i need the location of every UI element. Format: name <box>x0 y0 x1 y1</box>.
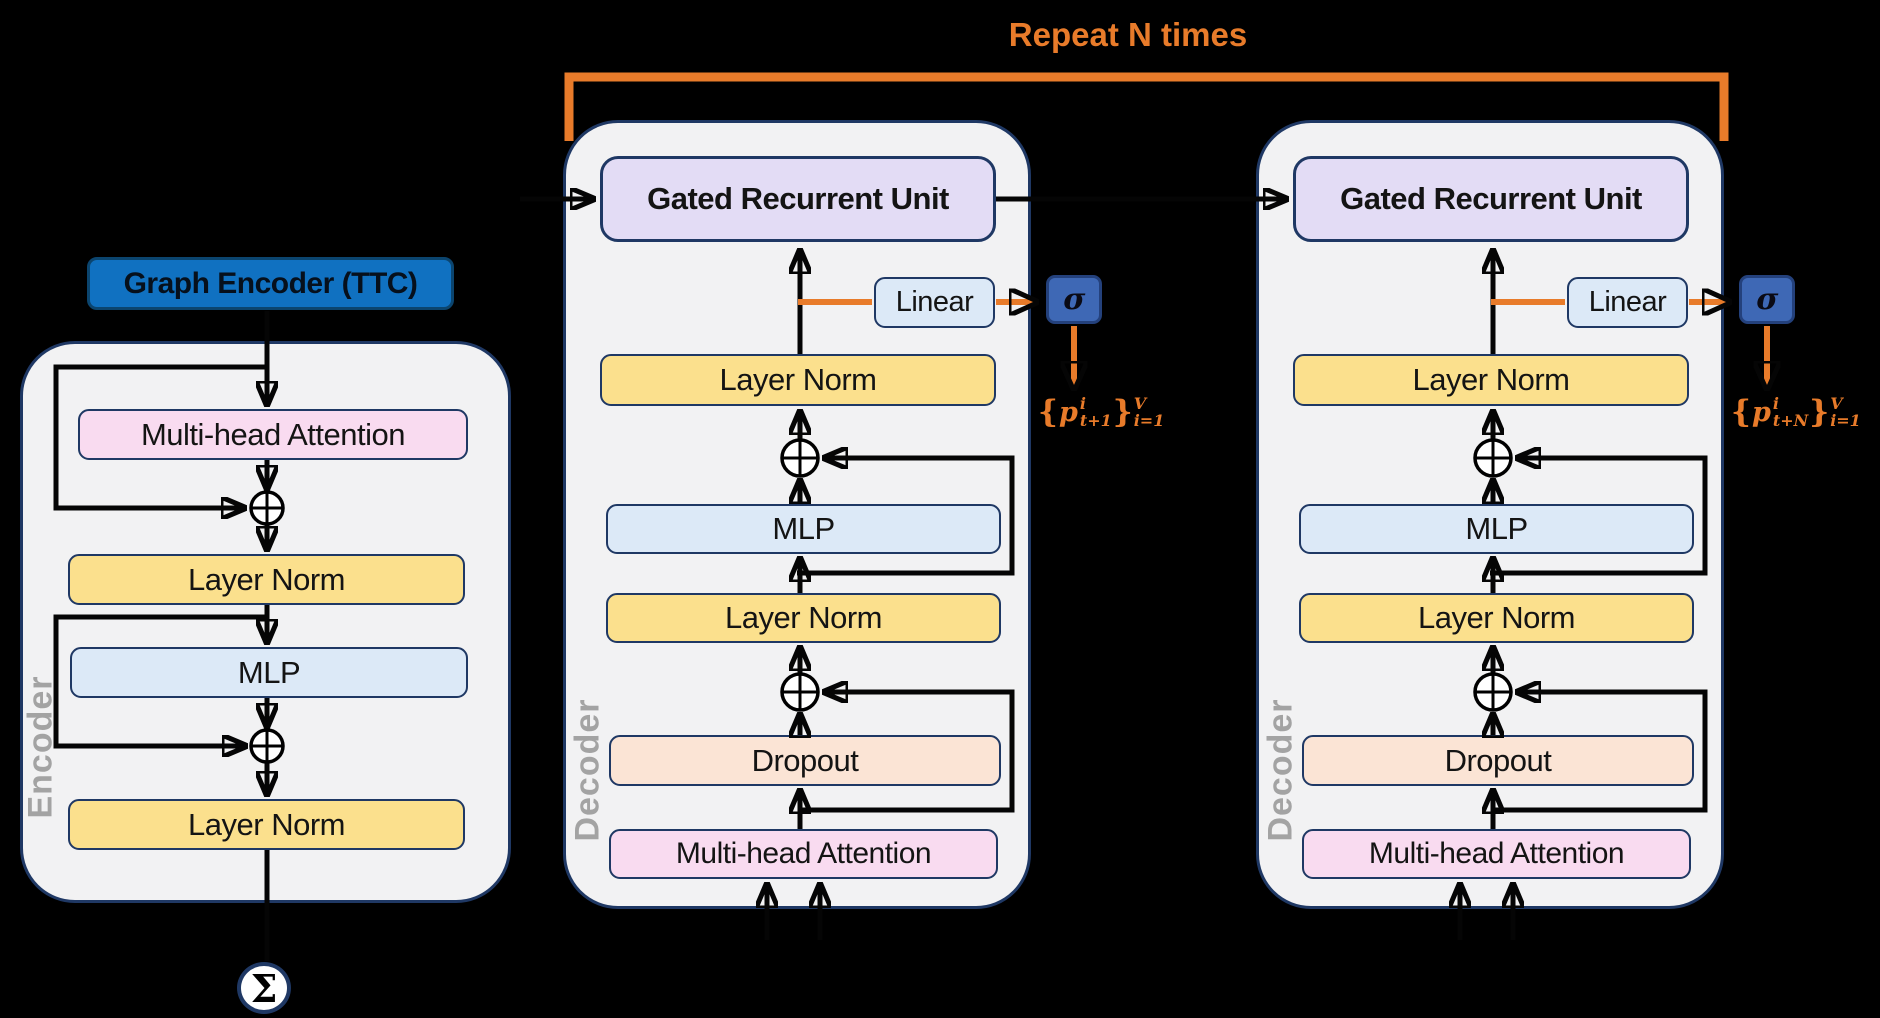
sum-symbol: Σ <box>237 962 291 1014</box>
decoder-1-gru-box: Gated Recurrent Unit <box>600 156 996 242</box>
decoder-2-mlp-box: MLP <box>1299 504 1694 554</box>
encoder-layer-norm-2-box: Layer Norm <box>68 799 465 850</box>
encoder-mlp-box: MLP <box>70 647 468 698</box>
decoder-1-layer-norm-top-box: Layer Norm <box>600 354 996 406</box>
decoder-2-mha-box: Multi-head Attention <box>1302 829 1691 879</box>
decoder-1-side-label: Decoder <box>568 698 607 842</box>
encoder-side-label: Encoder <box>21 675 60 819</box>
decoder-2-side-label: Decoder <box>1261 698 1300 842</box>
decoder-2-sigma-box: σ <box>1739 275 1795 324</box>
decoder-1-sigma-box: σ <box>1046 275 1102 324</box>
decoder-2-layer-norm-mid-box: Layer Norm <box>1299 593 1694 643</box>
decoder-1-mha-box: Multi-head Attention <box>609 829 998 879</box>
decoder-2-gru-box: Gated Recurrent Unit <box>1293 156 1689 242</box>
decoder-2-layer-norm-top-box: Layer Norm <box>1293 354 1689 406</box>
decoder-1-linear-box: Linear <box>874 277 995 328</box>
graph-encoder-title: Graph Encoder (TTC) <box>87 257 454 310</box>
encoder-mha-box: Multi-head Attention <box>78 409 468 460</box>
decoder-1-layer-norm-mid-box: Layer Norm <box>606 593 1001 643</box>
repeat-n-times-label: Repeat N times <box>1008 16 1248 53</box>
decoder-1-dropout-box: Dropout <box>609 735 1001 786</box>
decoder-1-mlp-box: MLP <box>606 504 1001 554</box>
encoder-layer-norm-1-box: Layer Norm <box>68 554 465 605</box>
decoder-2-dropout-box: Dropout <box>1302 735 1694 786</box>
decoder-2-linear-box: Linear <box>1567 277 1688 328</box>
